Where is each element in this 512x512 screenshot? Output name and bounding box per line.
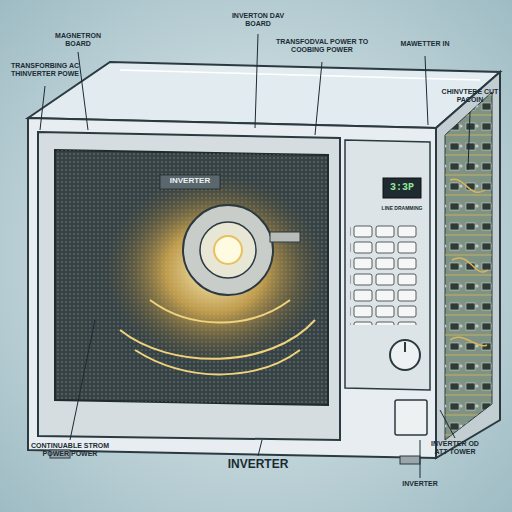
microwave-glow — [105, 175, 325, 365]
panel-label: LINE DRAMMING — [371, 206, 433, 212]
leader-line — [40, 86, 45, 130]
leader-line — [258, 440, 262, 456]
power-label: TRANSFORBING AC THINVERTER POWE — [1, 62, 89, 77]
door-label: INVERTER — [160, 177, 220, 186]
wave-swirl — [120, 300, 315, 374]
leader-line — [255, 34, 258, 128]
board-wire — [450, 179, 488, 345]
door — [38, 132, 340, 440]
magnetron-ring — [200, 222, 256, 278]
foot — [400, 456, 420, 464]
leader-line — [420, 440, 421, 478]
door-window — [55, 150, 328, 405]
door-button — [395, 400, 427, 435]
leader-line — [468, 112, 470, 170]
front-face — [28, 118, 436, 458]
magnetron — [183, 205, 273, 295]
display-readout: 3:3P — [384, 182, 420, 193]
door-badge — [160, 175, 220, 189]
display — [383, 178, 421, 198]
board-label: MAGNETRON BOARD — [43, 32, 113, 47]
dial-knob — [390, 340, 420, 370]
part-label: INVERTER OD ATT TOWER — [424, 440, 486, 455]
control-panel — [345, 140, 430, 390]
magnetron-antenna — [270, 232, 300, 242]
keypad — [350, 225, 418, 325]
top-face — [28, 62, 500, 128]
leader-line — [315, 62, 322, 135]
part-label: INVERTER — [395, 480, 445, 488]
title-label: INVERTER — [213, 458, 303, 471]
leader-line — [78, 52, 88, 130]
board-label: INVERTON DAV BOARD — [223, 12, 293, 27]
circuit-board — [445, 92, 492, 440]
knob-marker — [404, 342, 406, 352]
part-label: MAWETTER IN — [395, 40, 455, 48]
window-mesh — [55, 150, 328, 405]
board-components — [445, 92, 492, 440]
part-label: CHINVTEBE CUT PACOIN — [440, 88, 500, 103]
power-label: TRANSFODVAL POWER TO COOBING POWER — [270, 38, 375, 53]
leader-line — [70, 320, 95, 440]
side-face — [436, 72, 500, 458]
power-label: CONTINUABLE STROM POWER POWER — [23, 442, 118, 457]
leader-line — [425, 56, 428, 125]
leader-line — [440, 410, 455, 438]
magnetron-core — [214, 236, 242, 264]
